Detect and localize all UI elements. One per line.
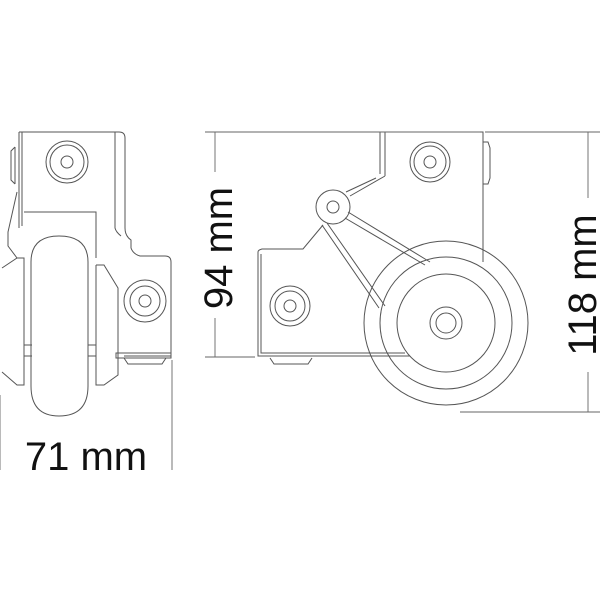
dimension-width-label: 71 mm — [25, 435, 147, 479]
dimension-width: 71 mm — [0, 360, 173, 479]
dimension-total-height: 118 mm — [460, 131, 600, 413]
dimension-total-height-label: 118 mm — [561, 214, 600, 356]
dimension-bracket-height-label: 94 mm — [197, 187, 241, 309]
dimension-bracket-height: 94 mm — [197, 131, 480, 358]
front-view — [1, 131, 172, 417]
side-view — [257, 131, 529, 406]
